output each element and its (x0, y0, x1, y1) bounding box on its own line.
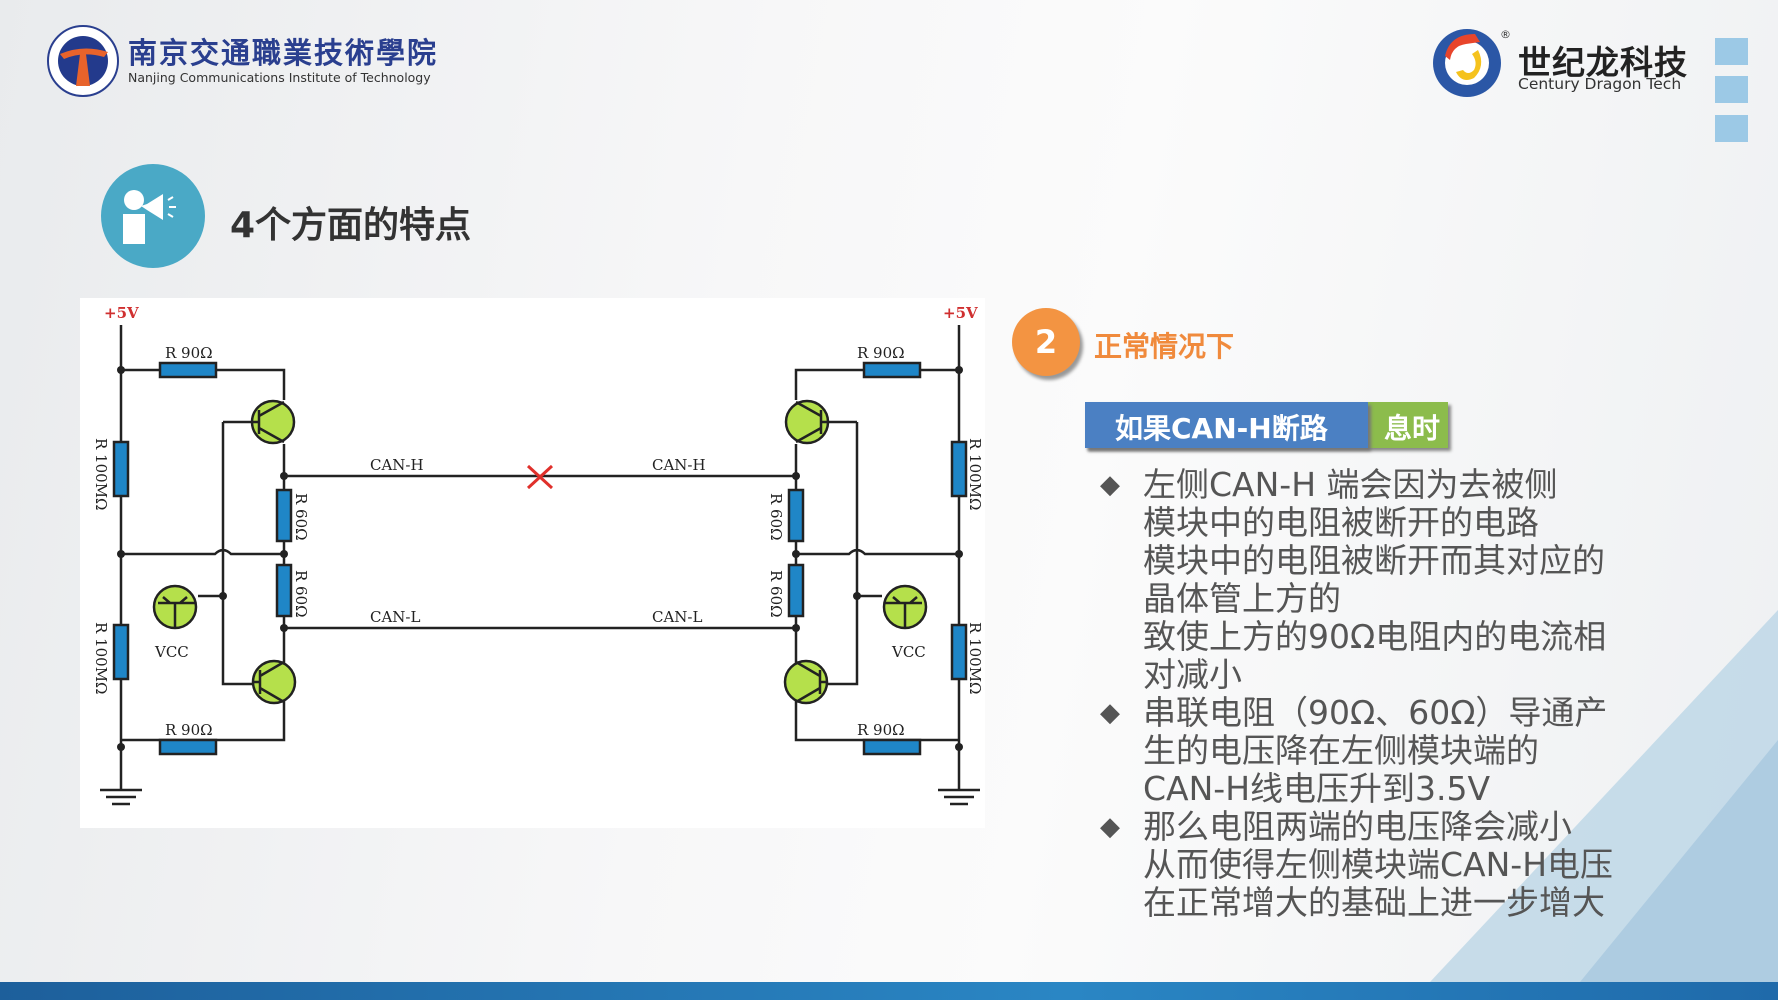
text-line: 模块中的电阻被断开的电路 (1143, 503, 1539, 542)
diamond-bullet-icon: ◆ (1100, 470, 1120, 500)
bullet-line: ◆ 左侧CAN-H 端会因为去被侧 (1100, 466, 1613, 504)
can-l-label: CAN-L (652, 608, 703, 626)
right-module-circuit (538, 323, 982, 806)
registered-mark: ® (1500, 28, 1511, 41)
r60-label: R 60Ω (767, 493, 785, 541)
text-line: 那么电阻两端的电压降会减小 (1143, 807, 1572, 846)
can-bus-circuit-diagram: +5V +5V R 90Ω R 90Ω R 90Ω R 90Ω CAN-H CA… (80, 298, 985, 828)
r60-label: R 60Ω (292, 570, 310, 618)
vplus-label: +5V (104, 304, 139, 322)
diamond-bullet-icon: ◆ (1100, 812, 1120, 842)
can-h-label: CAN-H (652, 456, 706, 474)
bullet-line: 模块中的电阻被断开的电路 (1100, 504, 1613, 542)
text-line: 左侧CAN-H 端会因为去被侧 (1143, 465, 1558, 504)
school-logo (47, 25, 119, 97)
bullet-line: 对减小 (1100, 656, 1613, 694)
banner-front: 如果CAN-H断路 (1085, 402, 1368, 448)
r60-label: R 60Ω (292, 493, 310, 541)
school-name-en: Nanjing Communications Institute of Tech… (128, 70, 431, 85)
text-line: 串联电阻（90Ω、60Ω）导通产 (1143, 693, 1608, 732)
bullet-text: ◆ 左侧CAN-H 端会因为去被侧 模块中的电阻被断开的电路 模块中的电阻被断开而… (1100, 466, 1613, 922)
company-logo (1433, 29, 1501, 97)
company-name-cn: 世纪龙科技 (1518, 43, 1688, 82)
bullet-line: 在正常增大的基础上进一步增大 (1100, 884, 1613, 922)
bullet-line: ◆ 串联电阻（90Ω、60Ω）导通产 (1100, 694, 1613, 732)
company-name-en: Century Dragon Tech (1518, 75, 1682, 93)
school-name-cn: 南京交通職業技術學院 (128, 36, 439, 70)
bullet-line: CAN-H线电压升到3.5V (1100, 770, 1613, 808)
bullet-line: ◆ 那么电阻两端的电压降会减小 (1100, 808, 1613, 846)
r60-label: R 60Ω (767, 570, 785, 618)
vcc-label: VCC (891, 643, 926, 661)
section-number-badge: 2 (1012, 308, 1080, 376)
banner-back-text: 息时 (1383, 412, 1440, 445)
bullet-line: 从而使得左侧模块端CAN-H电压 (1100, 846, 1613, 884)
bullet-line: 晶体管上方的 (1100, 580, 1613, 618)
section-heading: 正常情况下 (1094, 330, 1235, 363)
text-line: 对减小 (1143, 655, 1242, 694)
text-line: 在正常增大的基础上进一步增大 (1143, 883, 1605, 922)
text-line: 生的电压降在左侧模块端的 (1143, 731, 1539, 770)
diamond-bullet-icon: ◆ (1100, 698, 1120, 728)
r90-label: R 90Ω (857, 344, 905, 362)
deco-square (1715, 38, 1748, 65)
r90-label: R 90Ω (165, 721, 213, 739)
break-mark-icon (526, 464, 554, 490)
text-line: 致使上方的90Ω电阻内的电流相 (1143, 617, 1607, 656)
megaphone-icon (101, 164, 205, 268)
vcc-label: VCC (154, 643, 189, 661)
r90-label: R 90Ω (165, 344, 213, 362)
r100m-label: R 100MΩ (966, 622, 984, 695)
vplus-label: +5V (943, 304, 978, 322)
bullet-line: 致使上方的90Ω电阻内的电流相 (1100, 618, 1613, 656)
can-l-label: CAN-L (370, 608, 421, 626)
bullet-line: 模块中的电阻被断开而其对应的 (1100, 542, 1613, 580)
text-line: CAN-H线电压升到3.5V (1143, 769, 1491, 808)
footer-bar (0, 982, 1778, 1000)
r100m-label: R 100MΩ (92, 622, 110, 695)
r90-label: R 90Ω (857, 721, 905, 739)
text-line: 模块中的电阻被断开而其对应的 (1143, 541, 1605, 580)
can-h-label: CAN-H (370, 456, 424, 474)
bullet-line: 生的电压降在左侧模块端的 (1100, 732, 1613, 770)
page-title: 4个方面的特点 (230, 205, 472, 246)
deco-square (1715, 76, 1748, 103)
r100m-label: R 100MΩ (966, 438, 984, 511)
text-line: 从而使得左侧模块端CAN-H电压 (1143, 845, 1614, 884)
deco-square (1715, 115, 1748, 142)
r100m-label: R 100MΩ (92, 438, 110, 511)
text-line: 晶体管上方的 (1143, 579, 1341, 618)
